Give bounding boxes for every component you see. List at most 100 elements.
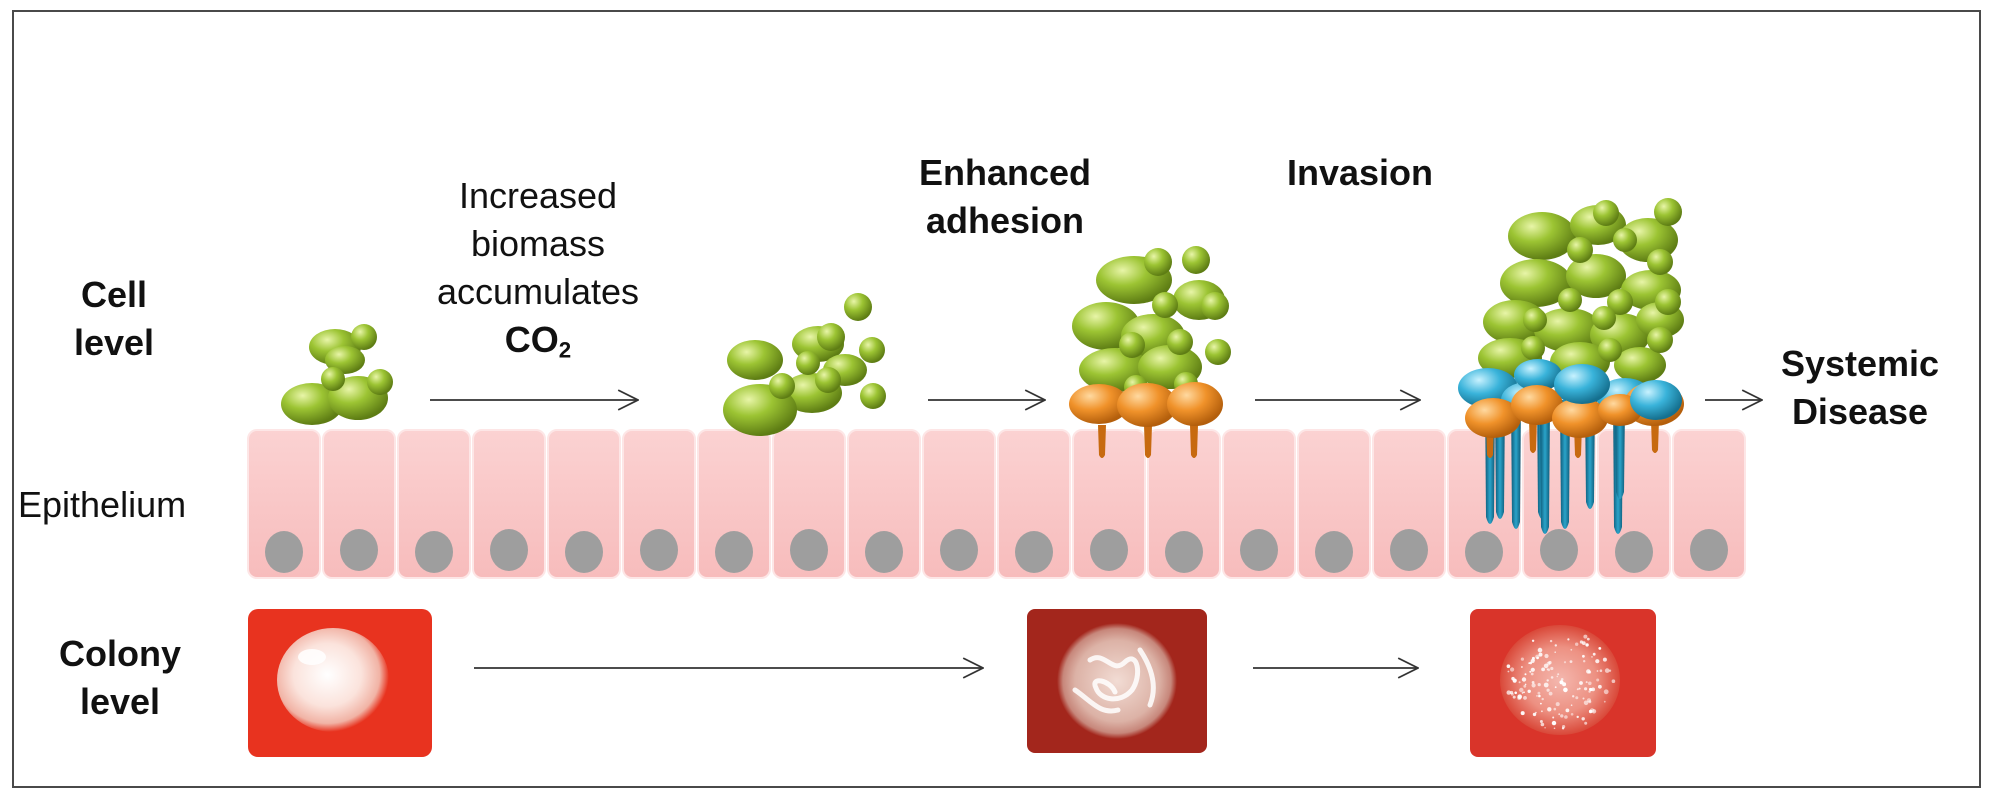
cell-level-label: Cell level — [54, 271, 174, 367]
yeast-cell — [727, 340, 783, 380]
nucleus — [1615, 531, 1653, 573]
yeast-cell — [1167, 329, 1193, 355]
systemic-disease-label: Systemic Disease — [1750, 340, 1970, 436]
yeast-cluster-adhesion — [1069, 246, 1231, 458]
nucleus — [1540, 529, 1578, 571]
co2-label-main: CO — [504, 319, 559, 360]
yeast-cell — [1152, 292, 1178, 318]
invasin-protein — [1630, 380, 1682, 420]
epithelial-cell — [397, 429, 471, 579]
co2-label-subscript: 2 — [558, 337, 572, 363]
epithelium-layer — [247, 429, 1746, 579]
invasin-protein — [1554, 364, 1610, 404]
nucleus — [490, 529, 528, 571]
epithelial-cell — [1147, 429, 1221, 579]
yeast-cell — [1592, 306, 1616, 330]
epithelial-cell — [547, 429, 621, 579]
process-arrows — [430, 400, 1762, 668]
invasive-hypha — [1615, 405, 1625, 499]
epithelial-cell — [1222, 429, 1296, 579]
yeast-cluster-invasion — [1458, 198, 1684, 534]
step-adhesion-line2: adhesion — [925, 200, 1085, 241]
epithelial-cell — [697, 429, 771, 579]
nucleus — [415, 531, 453, 573]
yeast-cell — [1523, 308, 1547, 332]
yeast-cell — [817, 323, 845, 351]
step-adhesion-label: Enhanced adhesion — [855, 149, 1155, 245]
nucleus — [1015, 531, 1053, 573]
adhesin-stalk — [1144, 425, 1152, 458]
yeast-cell — [1598, 338, 1622, 362]
epithelial-cell — [247, 429, 321, 579]
nucleus — [1465, 531, 1503, 573]
nucleus — [1315, 531, 1353, 573]
yeast-cell — [796, 351, 820, 375]
adhesin-stalk — [1651, 420, 1659, 453]
epithelial-cell — [997, 429, 1071, 579]
yeast-cell — [1567, 237, 1593, 263]
yeast-cell — [1647, 327, 1673, 353]
cell-level-label-line2: level — [73, 322, 155, 363]
yeast-cell — [1613, 228, 1637, 252]
epithelial-cell — [922, 429, 996, 579]
colony-level-label: Colony level — [40, 630, 200, 726]
adhesin-protein — [1167, 382, 1223, 426]
epithelial-cell — [1447, 429, 1521, 579]
epithelial-cell — [472, 429, 546, 579]
nucleus — [640, 529, 678, 571]
adhesin-protein — [1511, 385, 1563, 425]
yeast-cell — [1558, 288, 1582, 312]
yeast-cell — [281, 383, 343, 425]
nucleus — [865, 531, 903, 573]
nucleus — [265, 531, 303, 573]
nucleus — [565, 531, 603, 573]
step-biomass-label: Increased biomass accumulates CO2 — [408, 172, 668, 364]
nucleus — [340, 529, 378, 571]
cell-level-label-line1: Cell — [80, 274, 148, 315]
yeast-cell — [321, 367, 345, 391]
yeast-cell — [1593, 200, 1619, 226]
nucleus — [1690, 529, 1728, 571]
systemic-disease-line2: Disease — [1791, 391, 1929, 432]
invasive-hypha — [1540, 405, 1550, 534]
yeast-cell — [1607, 289, 1633, 315]
step-biomass-line1: Increased — [458, 175, 618, 216]
nucleus — [790, 529, 828, 571]
colony-image-smooth — [248, 609, 432, 757]
yeast-cell — [1144, 248, 1172, 276]
yeast-cluster-biomass — [723, 293, 886, 436]
yeast-cell — [1500, 259, 1572, 307]
adhesin-protein — [1117, 383, 1177, 427]
epithelial-cell — [622, 429, 696, 579]
yeast-cell — [1647, 249, 1673, 275]
invasin-protein — [1514, 359, 1562, 391]
yeast-cell — [1182, 246, 1210, 274]
adhesin-protein — [1069, 384, 1129, 424]
yeast-cell — [1654, 198, 1682, 226]
yeast-cell — [1534, 308, 1602, 352]
co2-label: CO2 — [408, 316, 668, 364]
epithelial-cell — [1672, 429, 1746, 579]
epithelial-cell — [772, 429, 846, 579]
yeast-cell — [1508, 212, 1576, 260]
epithelial-cell — [1297, 429, 1371, 579]
yeast-cluster-initial — [281, 324, 393, 425]
yeast-cell — [1655, 289, 1681, 315]
step-invasion-label: Invasion — [1286, 152, 1434, 193]
adhesin-protein — [1552, 398, 1608, 438]
nucleus — [1090, 529, 1128, 571]
colony-image-speckled — [1470, 609, 1656, 757]
colony-level-label-line1: Colony — [59, 633, 181, 674]
step-adhesion-line1: Enhanced — [918, 152, 1092, 193]
colony-level-label-line2: level — [79, 681, 161, 722]
yeast-cell — [1614, 347, 1666, 383]
yeast-cell — [769, 373, 795, 399]
step-biomass-line3: accumulates — [436, 271, 640, 312]
epithelium-label: Epithelium — [18, 484, 187, 525]
adhesin-stalk — [1190, 425, 1198, 458]
epithelial-cell — [1372, 429, 1446, 579]
systemic-disease-line1: Systemic — [1780, 343, 1940, 384]
step-biomass-line2: biomass — [470, 223, 606, 264]
colony-images — [248, 609, 1656, 757]
